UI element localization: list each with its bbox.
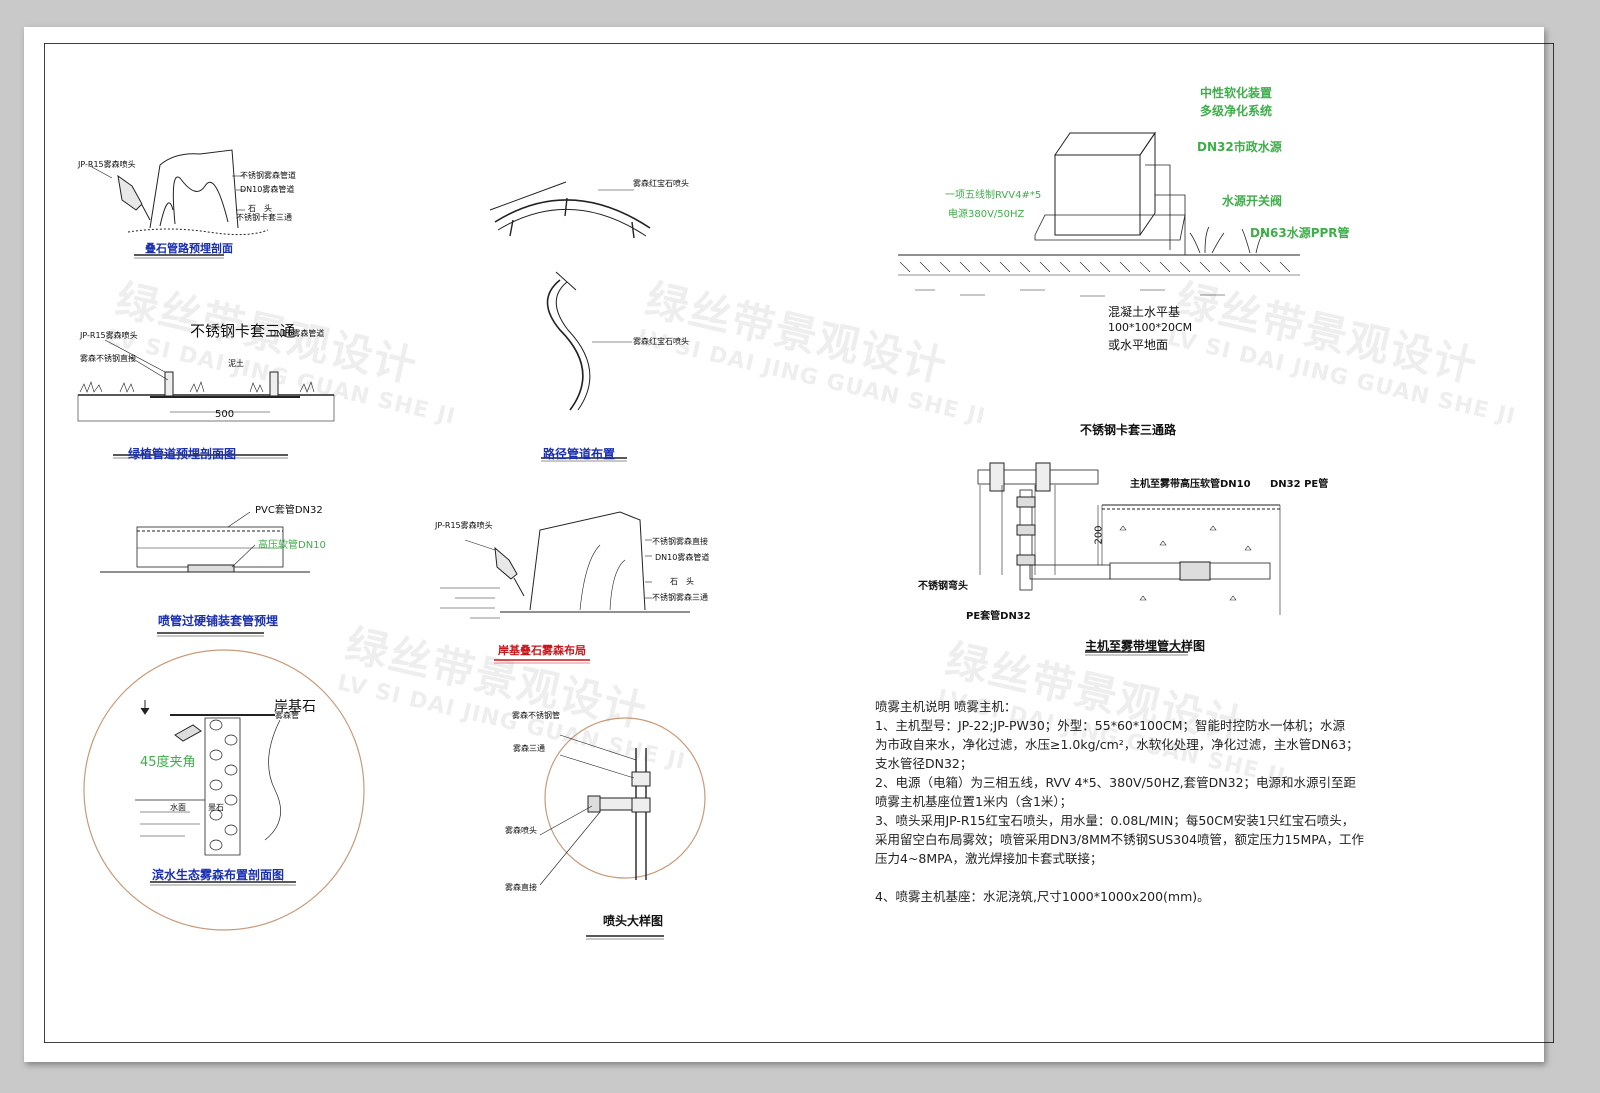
d1-nozzle-label: JP-R15雾森喷头 (78, 160, 136, 169)
d2-label: 雾森不锈钢直接 (80, 354, 136, 363)
d7-label: 雾森直接 (505, 883, 537, 892)
d3-caption: 路径管道布置 (543, 447, 616, 461)
d8-label: 混凝土水平基 (1108, 305, 1181, 319)
notes-title: 喷雾主机说明 喷雾主机： (875, 699, 1017, 714)
d4-label: 高压软管DN10 (258, 540, 326, 551)
d6-waterfront-circle (83, 649, 365, 931)
drawing-sheet (24, 27, 1544, 1062)
d3-path-layout (489, 181, 651, 462)
d5-nozzle-label: JP-R15雾森喷头 (435, 521, 493, 530)
d6-label: 雾森管 (275, 711, 299, 720)
d6-angle-label: 45度夹角 (140, 755, 196, 770)
d5-label: DN10雾森管道 (655, 553, 710, 562)
d8-label: 水源开关阀 (1222, 194, 1283, 208)
d9-label: DN32 PE管 (1270, 479, 1329, 490)
d8-label: 中性软化装置 (1200, 86, 1273, 100)
d7-label: 雾森三通 (513, 744, 545, 753)
d7-label: 雾森喷头 (505, 826, 537, 835)
d1-stone-section (89, 149, 269, 259)
d4-paving-sleeve (100, 511, 310, 637)
notes-line: 压力4~8MPA，激光焊接加卡套式联接； (875, 851, 1103, 866)
d5-label: 不锈钢雾森直接 (652, 537, 708, 546)
d9-label: 主机至雾带高压软管DN10 (1130, 479, 1251, 490)
d8-label: DN63水源PPR管 (1250, 226, 1350, 240)
d2-planting-section (77, 339, 335, 459)
d2-dimension: 500 (215, 409, 235, 420)
d1-label: 石 头 (248, 204, 272, 213)
d4-caption: 喷管过硬铺装套管预埋 (158, 614, 279, 628)
d5-shore-stone (440, 511, 690, 664)
d7-nozzle-circle (539, 717, 706, 940)
d6-label: 景石 (208, 803, 224, 812)
notes-line: 2、电源（电箱）为三相五线，RVV 4*5、380V/50HZ,套管DN32；电… (875, 775, 1357, 790)
d2-pipe-label: DN10雾森管道 (270, 329, 325, 338)
notes-line: 1、主机型号：JP-22;JP-PW30；外型：55*60*100CM；智能时控… (875, 718, 1345, 733)
d8-label: 或水平地面 (1108, 338, 1169, 352)
d2-label: 泥土 (228, 359, 244, 368)
notes-line: 支水管径DN32； (875, 756, 973, 771)
spec-notes: 喷雾主机说明 喷雾主机： 1、主机型号：JP-22;JP-PW30；外型：55*… (875, 697, 1415, 906)
d6-label: 水面 (170, 803, 186, 812)
d2-title-label: 不锈钢卡套三通 (190, 322, 296, 340)
d3-label: 雾森红宝石喷头 (633, 179, 689, 188)
notes-line: 为市政自来水，净化过滤，水压≥1.0kg/cm²，水软化处理，净化过滤，主水管D… (875, 737, 1359, 752)
d6-caption: 滨水生态雾森布置剖面图 (152, 868, 285, 882)
d8-label: DN32市政水源 (1197, 140, 1282, 154)
d5-caption: 岸基叠石雾森布局 (498, 644, 586, 657)
d8-label: 一项五线制RVV4#*5 (945, 190, 1042, 201)
notes-line: 采用留空白布局雾效；喷管采用DN3/8MM不锈钢SUS304喷管，额定压力15M… (875, 832, 1365, 847)
d9-caption: 主机至雾带埋管大样图 (1085, 639, 1206, 653)
notes-line: 4、喷雾主机基座：水泥浇筑,尺寸1000*1000x200(mm)。 (875, 889, 1210, 904)
d9-pipe-detail (977, 462, 1281, 656)
d4-label: PVC套管DN32 (255, 505, 323, 516)
d8-label: 100*100*20CM (1108, 321, 1193, 334)
d8-main-unit (898, 131, 1300, 297)
d9-label: PE套管DN32 (966, 611, 1031, 622)
d5-label: 石 头 (670, 577, 694, 586)
d6-stone-label: 岸基石 (274, 699, 316, 715)
d1-caption: 叠石管路预埋剖面 (145, 242, 233, 255)
d5-label: 不锈钢雾森三通 (652, 593, 708, 602)
d1-label: 不锈钢雾森管道 (240, 171, 296, 180)
d1-label: 不锈钢卡套三通 (236, 213, 292, 222)
d9-dimension: 200 (1093, 525, 1105, 545)
d7-label: 雾森不锈钢管 (512, 711, 560, 720)
d1-label: DN10雾森管道 (240, 185, 295, 194)
d3-label: 雾森红宝石喷头 (633, 337, 689, 346)
d7-caption: 喷头大样图 (603, 914, 664, 928)
d9-label: 不锈钢弯头 (918, 581, 968, 592)
d8-label: 多级净化系统 (1200, 104, 1273, 118)
d9-title-label: 不锈钢卡套三通路 (1080, 423, 1177, 437)
d2-caption: 绿植管道预埋剖面图 (128, 447, 237, 461)
d8-label: 电源380V/50HZ (948, 209, 1025, 220)
d2-nozzle-label: JP-R15雾森喷头 (80, 331, 138, 340)
notes-line: 3、喷头采用JP-R15红宝石喷头，用水量：0.08L/MIN；每50CM安装1… (875, 813, 1355, 828)
notes-line: 喷雾主机基座位置1米内（含1米）； (875, 794, 1073, 809)
